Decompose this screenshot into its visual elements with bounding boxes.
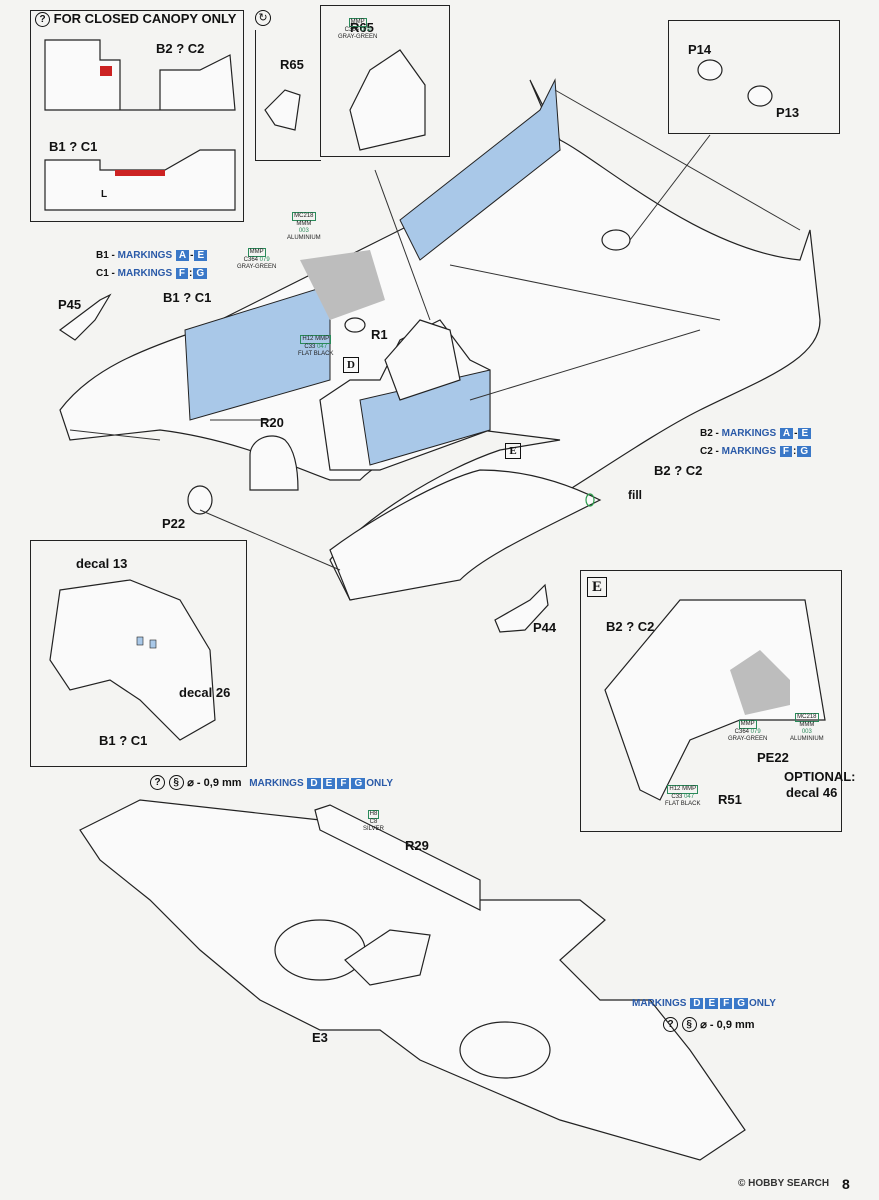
p45-part [58,293,112,341]
question-icon: ? [150,775,165,791]
inset-label-b2c2: B2 ? C2 [156,41,205,56]
r29-part [314,804,481,911]
step-marker-d: D [343,357,359,373]
lower-wing [79,799,746,1161]
label-r65-top: R65 [350,20,374,35]
paint-code-silver: H8 C8 SILVER [363,810,384,832]
r1-part [344,317,366,333]
inset-title: ? FOR CLOSED CANOPY ONLY [35,11,236,28]
paint-code-flat-black-e: H12 MMP C33 047 FLAT BLACK [665,785,701,807]
e-inset-fuselage [604,599,826,801]
paint-code-gray-green-main: MMP C364 079 GRAY-GREEN [237,248,277,270]
label-optional: OPTIONAL: [784,769,856,784]
e-inset-box: E B2 ? C2 OPTIONAL: decal 46 [580,570,856,832]
label-b1c1-inset: B1 ? C1 [99,733,148,748]
cockpit-sidewall [184,284,331,421]
label-pe22: PE22 [757,750,789,765]
label-r29: R29 [405,838,429,853]
label-r65-left: R65 [280,57,304,72]
intake-inset [49,579,216,741]
markings-c1: C1 - MARKINGS F:G [96,268,208,279]
wheel-well-right [459,1021,551,1079]
label-r51: R51 [718,792,742,807]
markings-b1: B1 - MARKINGS A-E [96,250,208,261]
e-inset-shading [730,650,790,715]
drill-note-right: ? § ⌀ - 0,9 mm [663,1016,755,1033]
markings-b2: B2 - MARKINGS A-E [700,428,812,439]
paint-code-gray-green-e: MMP C364 079 GRAY-GREEN [728,720,768,742]
seat-frame [384,319,461,401]
spine-part [399,78,561,261]
label-p45: P45 [58,297,82,312]
label-p13: P13 [776,105,800,120]
wheel-well [274,919,366,981]
cockpit-detail-frame [255,30,321,161]
drill-icon: § [168,775,184,791]
p13-p14-detail-box [668,20,840,134]
paint-code-gray-green-top: MMP C364 079 GRAY-GREEN [338,18,378,40]
label-e3: E3 [312,1030,328,1045]
label-p14: P14 [688,42,712,57]
drill-icon: § [681,1017,697,1033]
nose-section [329,469,602,601]
r20-panel [249,435,299,491]
label-p44: P44 [533,620,557,635]
rotate-icon: ↻ [255,10,271,26]
label-b2c2-inset: B2 ? C2 [606,619,655,634]
radiator [344,929,431,986]
p22-wheel [187,485,213,515]
label-decal13: decal 13 [76,556,128,571]
label-b2c2-main: B2 ? C2 [654,463,703,478]
r65-detail-box [320,5,450,157]
closed-canopy-inset: ? FOR CLOSED CANOPY ONLY B2 ? C2 B1 ? C1… [30,10,244,222]
decal-inset-box: decal 13 decal 26 B1 ? C1 [30,540,247,767]
p44-part [494,583,549,633]
inset-label-l: L [101,189,108,200]
page-number: 8 [842,1176,850,1192]
p13-part [747,85,773,107]
label-b1c1-main: B1 ? C1 [163,290,212,305]
p14-part [697,59,723,81]
label-decal26: decal 26 [179,685,231,700]
r65-seat [349,49,426,151]
markings-c2: C2 - MARKINGS F:G [700,446,812,457]
r65-part-left [264,89,301,131]
label-r20: R20 [260,415,284,430]
paint-code-flat-black-main: H12 MMP C33 047 FLAT BLACK [298,335,334,357]
hub-part [601,229,631,251]
label-r1: R1 [371,327,388,342]
label-fill: fill [628,488,642,502]
label-p22: P22 [162,516,186,531]
step-marker-e: E [505,443,521,459]
question-icon: ? [35,12,50,28]
inset-label-b1c1: B1 ? C1 [49,139,98,154]
shaded-area [300,250,385,320]
watermark: © HOBBY SEARCH [738,1178,830,1189]
question-icon: ? [663,1017,678,1033]
label-decal46: decal 46 [786,785,838,800]
e-inset-marker: E [587,577,607,597]
